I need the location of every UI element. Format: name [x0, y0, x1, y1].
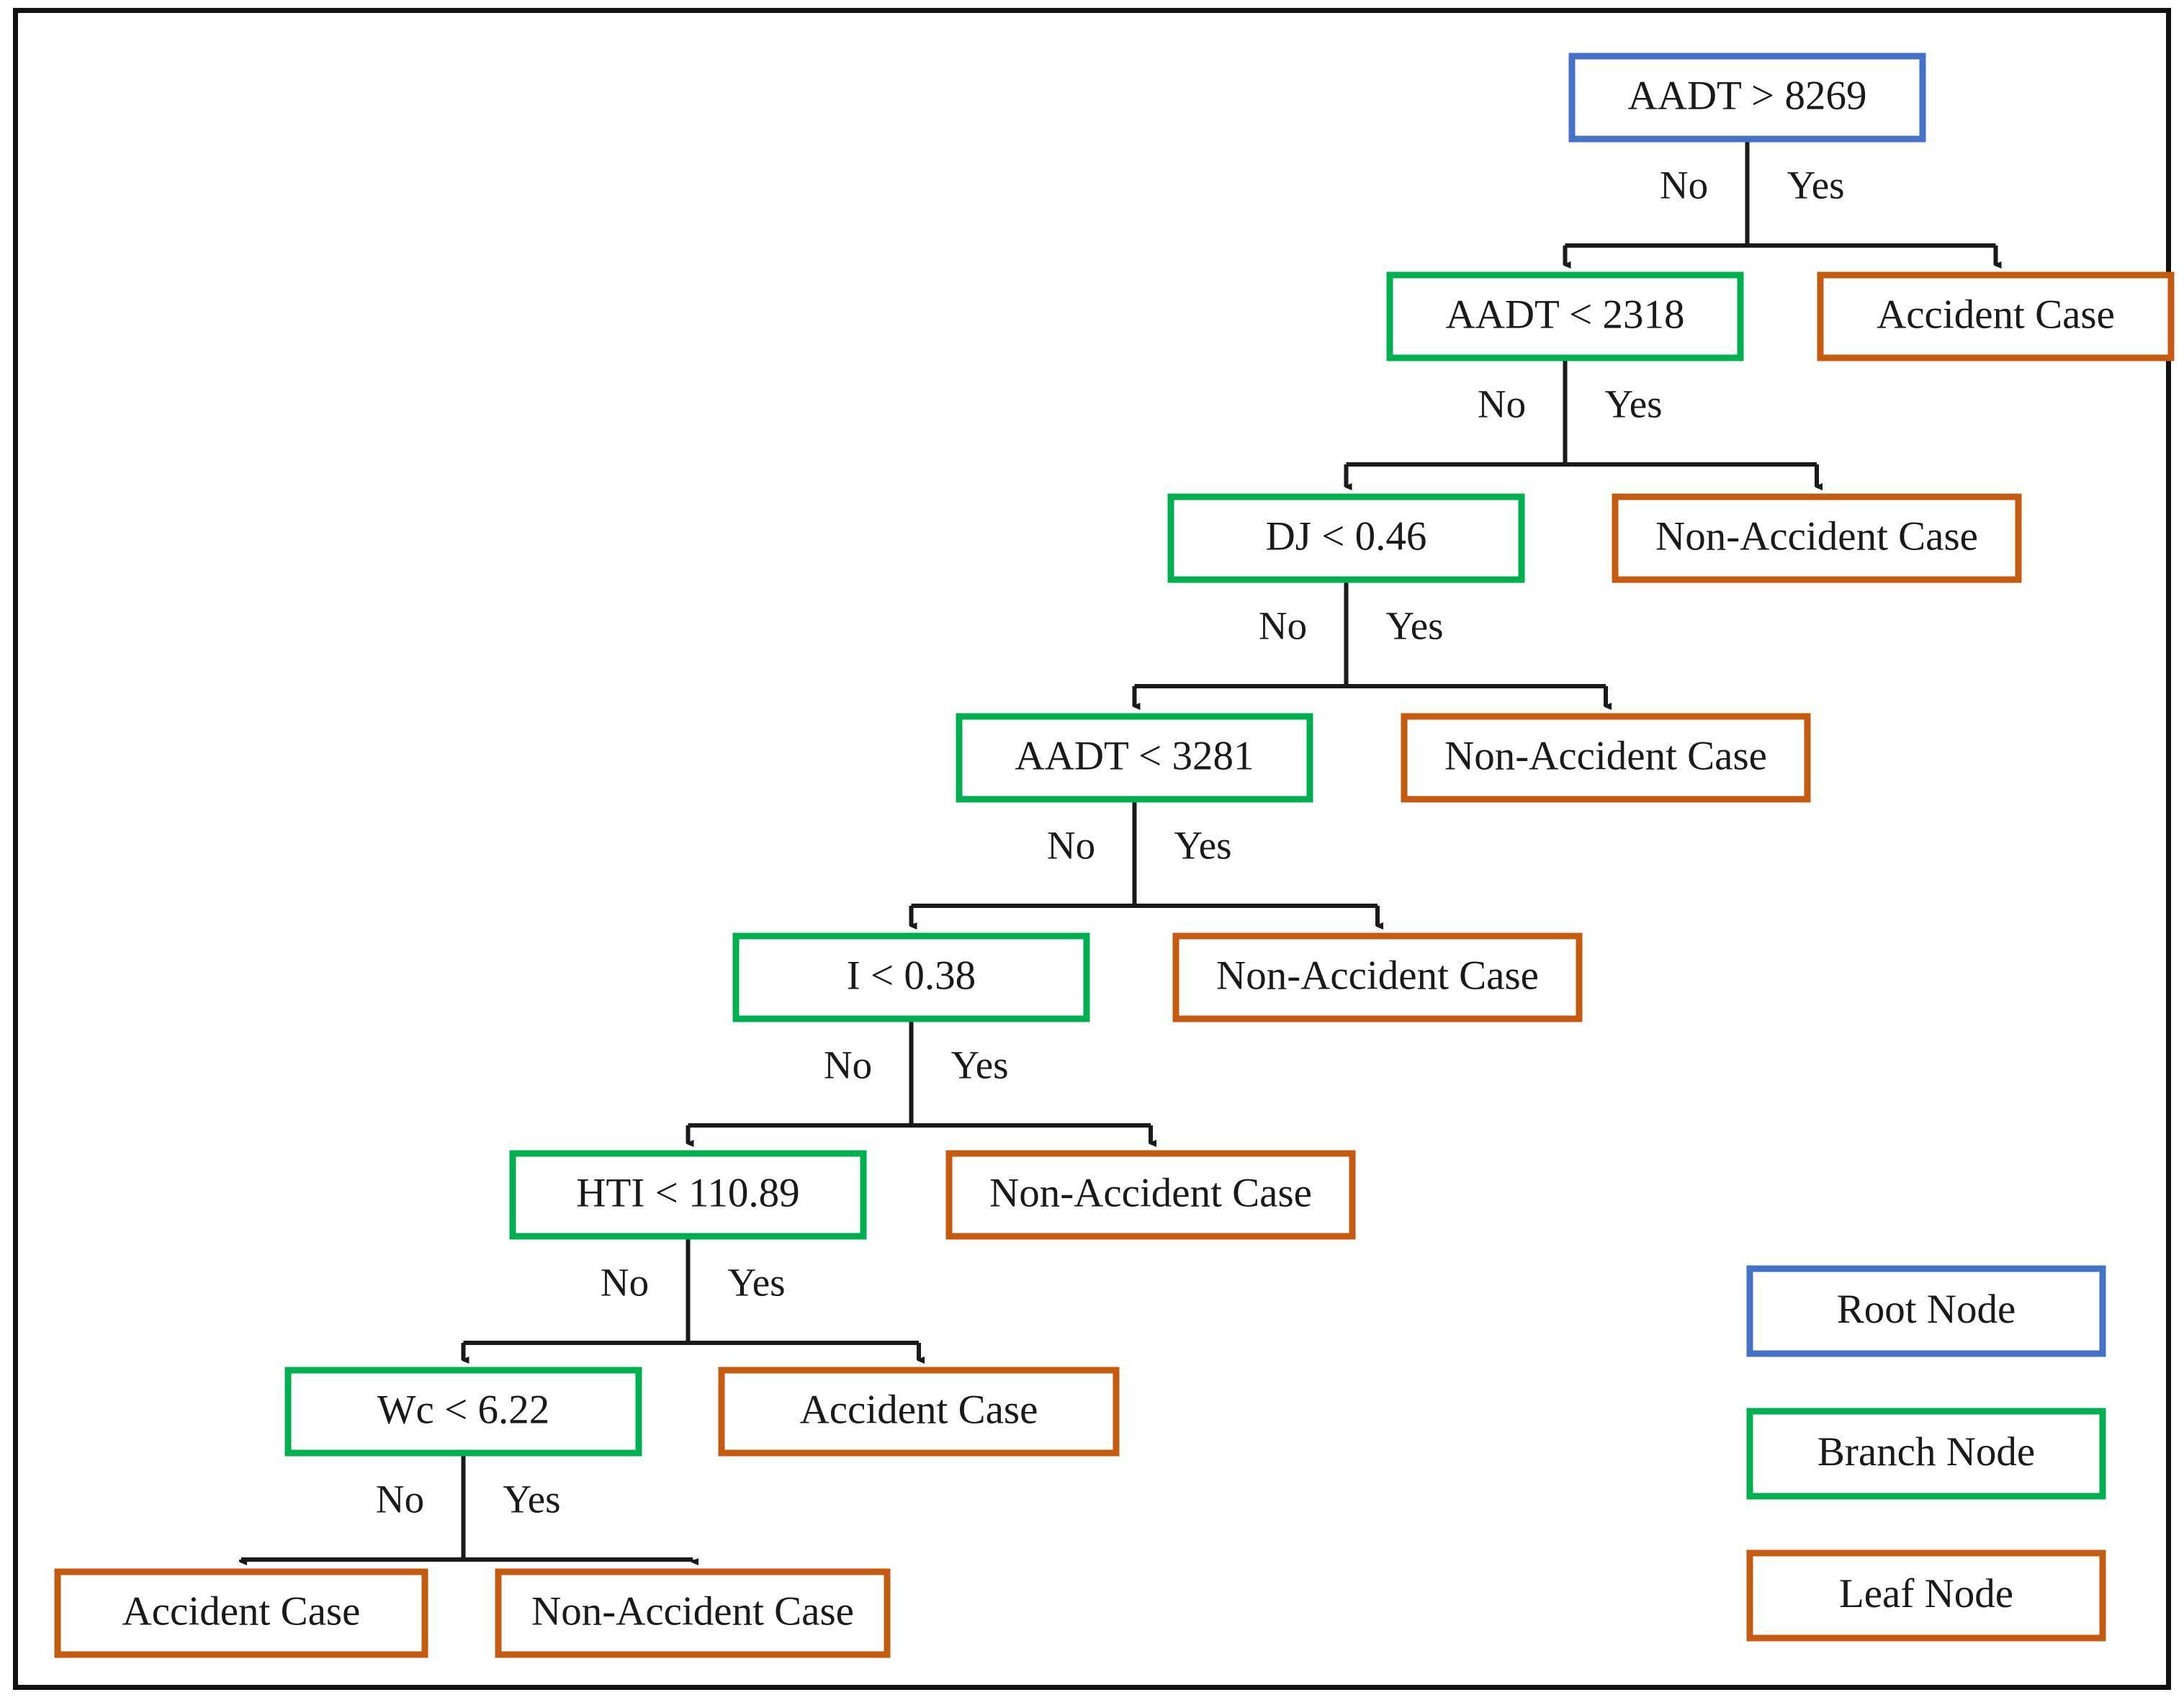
edge-label-yes: Yes: [1385, 604, 1443, 648]
tree-node-label: Non-Accident Case: [1655, 514, 1978, 559]
edge-group-n3: No Yes: [909, 799, 1378, 926]
edge-label-no: No: [824, 1043, 872, 1087]
tree-box-branch: [509, 1150, 867, 1240]
edge-label-yes: Yes: [503, 1477, 560, 1521]
tree-box-branch: [732, 932, 1090, 1022]
tree-box-branch: [284, 1367, 642, 1457]
tree-box-leaf: [1612, 493, 2022, 583]
tree-leaf-node[interactable]: Accident Case: [718, 1367, 1120, 1457]
tree-branch-node[interactable]: AADT < 3281: [956, 713, 1313, 803]
edge-group-n5: No Yes: [461, 1236, 920, 1360]
edge-label-yes: Yes: [951, 1043, 1008, 1087]
tree-box-branch: [1386, 271, 1744, 361]
tree-box-leaf: [945, 1150, 1356, 1240]
edge-label-no: No: [601, 1261, 649, 1305]
edge-label-no: No: [1047, 824, 1095, 868]
edge-label-yes: Yes: [1174, 824, 1231, 868]
tree-node-label: AADT < 2318: [1446, 292, 1685, 338]
tree-box-leaf: [1817, 271, 2175, 361]
tree-box-leaf: [718, 1367, 1120, 1457]
edge-label-no: No: [1660, 163, 1708, 207]
tree-node-label: AADT > 8269: [1628, 73, 1867, 119]
edge-label-no: No: [1259, 604, 1307, 648]
tree-node-label: Accident Case: [1877, 292, 2115, 338]
tree-box-leaf: [1172, 932, 1583, 1022]
edge-label-no: No: [376, 1477, 424, 1521]
tree-box-root: [1568, 53, 1926, 143]
edge-group-n2: No Yes: [1132, 580, 1606, 706]
tree-leaf-node[interactable]: Non-Accident Case: [945, 1150, 1356, 1240]
edge-group-n4: No Yes: [686, 1019, 1151, 1143]
tree-leaf-node[interactable]: Non-Accident Case: [1172, 932, 1583, 1022]
tree-node-label: Non-Accident Case: [531, 1589, 854, 1634]
tree-box-branch: [1167, 493, 1525, 583]
legend-box-leaf: [1746, 1549, 2106, 1642]
edge-label-no: No: [1478, 382, 1526, 426]
legend-root-node[interactable]: Root Node: [1746, 1265, 2106, 1357]
edge-label-yes: Yes: [1787, 163, 1844, 207]
legend-node-label: Leaf Node: [1839, 1571, 2013, 1616]
tree-branch-node[interactable]: HTI < 110.89: [509, 1150, 867, 1240]
edge-group-n6: No Yes: [239, 1453, 693, 1562]
tree-branch-node[interactable]: DJ < 0.46: [1167, 493, 1525, 583]
edge-group-n0: No Yes: [1563, 139, 1996, 265]
tree-leaf-node[interactable]: Accident Case: [1817, 271, 2175, 361]
tree-node-label: Wc < 6.22: [377, 1387, 550, 1433]
legend-node-label: Root Node: [1837, 1287, 2016, 1332]
tree-node-label: DJ < 0.46: [1266, 514, 1427, 559]
tree-box-leaf: [54, 1568, 428, 1658]
tree-node-label: AADT < 3281: [1015, 734, 1254, 779]
tree-leaf-node[interactable]: Non-Accident Case: [1401, 713, 1811, 803]
tree-leaf-node[interactable]: Non-Accident Case: [1612, 493, 2022, 583]
tree-node-label: Accident Case: [800, 1387, 1038, 1433]
legend-branch-node[interactable]: Branch Node: [1746, 1408, 2106, 1500]
tree-leaf-node[interactable]: Non-Accident Case: [495, 1568, 891, 1658]
tree-node-label: HTI < 110.89: [576, 1171, 799, 1216]
tree-node-label: I < 0.38: [847, 953, 976, 999]
legend-leaf-node[interactable]: Leaf Node: [1746, 1549, 2106, 1642]
edge-label-yes: Yes: [727, 1261, 785, 1305]
edge-group-n1: No Yes: [1344, 358, 1817, 487]
tree-branch-node[interactable]: AADT < 2318: [1386, 271, 1744, 361]
tree-box-leaf: [495, 1568, 891, 1658]
tree-node-label: Non-Accident Case: [1216, 953, 1539, 999]
tree-leaf-node[interactable]: Accident Case: [54, 1568, 428, 1658]
tree-box-branch: [956, 713, 1313, 803]
tree-branch-node[interactable]: I < 0.38: [732, 932, 1090, 1022]
tree-node-label: Non-Accident Case: [989, 1171, 1312, 1216]
edge-label-yes: Yes: [1604, 382, 1662, 426]
legend-box-root: [1746, 1265, 2106, 1357]
tree-node-label: Non-Accident Case: [1444, 734, 1767, 779]
legend-box-branch: [1746, 1408, 2106, 1500]
tree-node-label: Accident Case: [122, 1589, 361, 1634]
tree-root-node[interactable]: AADT > 8269: [1568, 53, 1926, 143]
legend-node-label: Branch Node: [1817, 1429, 2035, 1475]
tree-box-leaf: [1401, 713, 1811, 803]
tree-branch-node[interactable]: Wc < 6.22: [284, 1367, 642, 1457]
